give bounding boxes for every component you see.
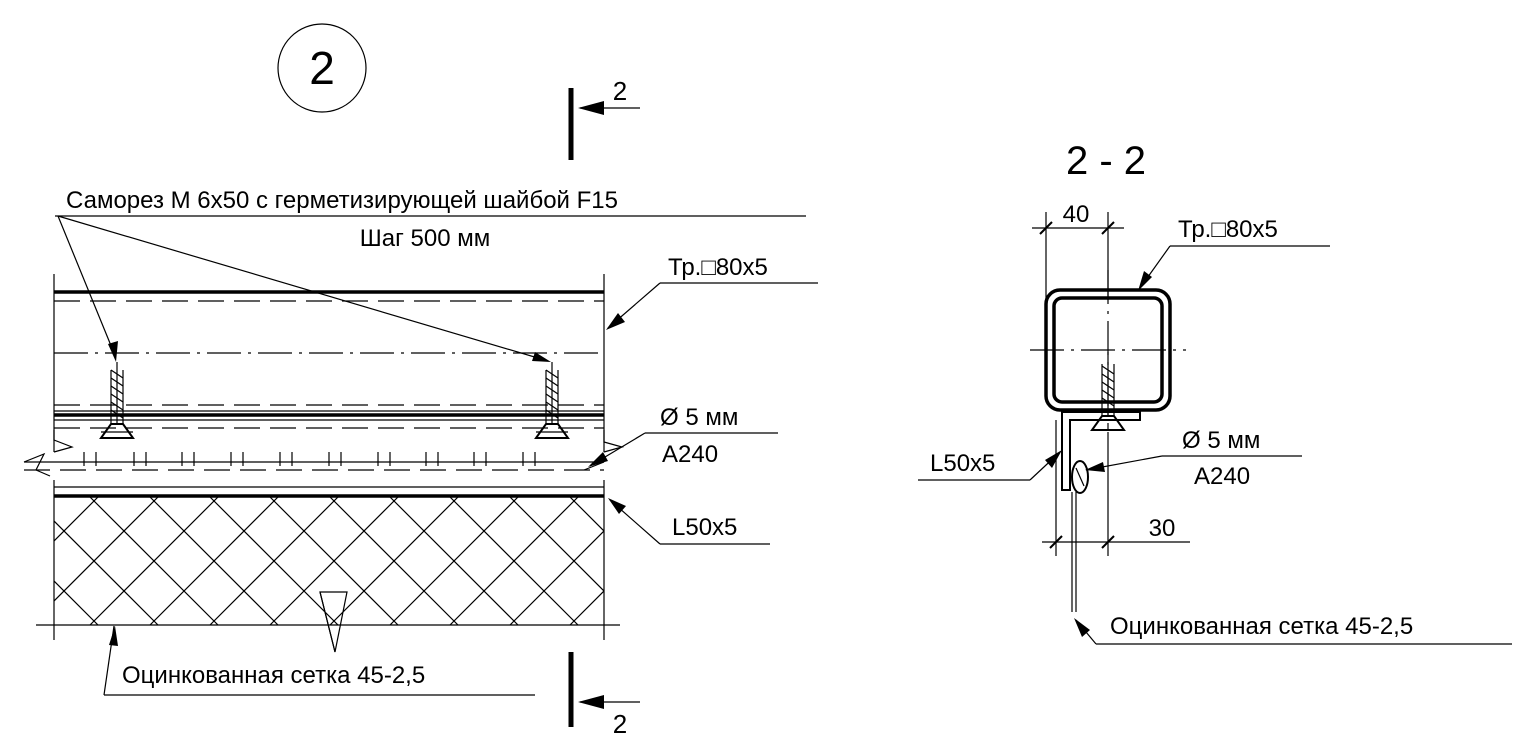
break-line-upper <box>53 430 625 453</box>
rod-label-left-group: Ø 5 мм A240 <box>588 404 778 468</box>
angle-label-left-group: L50x5 <box>608 498 770 545</box>
dimension-bottom-value: 30 <box>1149 515 1176 542</box>
rod-diameter-right: Ø 5 мм <box>1182 427 1260 454</box>
tube-label-left-group: Тр.□80х5 <box>606 254 818 330</box>
rod-ticks <box>83 452 536 466</box>
rod-grade-right: A240 <box>1194 463 1250 490</box>
dimension-bottom: 30 <box>1042 420 1190 556</box>
tube-elevation <box>53 274 605 452</box>
screw-section <box>1090 352 1126 431</box>
mesh-section <box>1071 492 1077 612</box>
screw-left <box>99 362 135 439</box>
rod-diameter-left: Ø 5 мм <box>660 404 738 431</box>
mesh-label-left: Оцинкованная сетка 45-2,5 <box>122 662 425 689</box>
screw-annotation: Саморез М 6х50 с герметизирующей шайбой … <box>55 187 806 362</box>
tube-label-left: Тр.□80х5 <box>668 254 768 281</box>
screw-right <box>534 362 570 439</box>
rod-label-right-group: Ø 5 мм A240 <box>1085 427 1302 490</box>
dimension-top: 40 <box>1032 201 1124 300</box>
mesh-label-right: Оцинкованная сетка 45-2,5 <box>1110 613 1413 640</box>
mesh-label-left-group: Оцинкованная сетка 45-2,5 <box>103 591 535 696</box>
dimension-top-value: 40 <box>1063 201 1090 228</box>
section-mark-bottom-label: 2 <box>613 709 627 737</box>
screw-pitch-label: Шаг 500 мм <box>360 225 490 252</box>
detail-mark: 2 <box>309 42 335 94</box>
section-mark-top: 2 <box>568 76 640 160</box>
angle-label-right-group: L50x5 <box>918 450 1062 481</box>
rod-row <box>23 452 605 477</box>
angle-label-right: L50x5 <box>930 450 995 477</box>
mesh-label-right-group: Оцинкованная сетка 45-2,5 <box>1074 613 1512 645</box>
angle-label-left: L50x5 <box>672 514 737 541</box>
detail-callout: 2 <box>277 23 367 113</box>
rod-section <box>1071 460 1089 494</box>
angle-section <box>1061 411 1141 491</box>
rod-grade-left: A240 <box>662 441 718 468</box>
mesh-panel <box>36 480 620 640</box>
screw-label: Саморез М 6х50 с герметизирующей шайбой … <box>66 187 618 214</box>
tube-label-right: Тр.□80х5 <box>1178 216 1278 243</box>
section-mark-top-label: 2 <box>613 76 627 106</box>
section-mark-bottom: 2 <box>568 652 640 737</box>
mesh-hatch <box>54 497 604 625</box>
section-title: 2 - 2 <box>1066 139 1146 183</box>
tube-label-right-group: Тр.□80х5 <box>1138 216 1330 291</box>
